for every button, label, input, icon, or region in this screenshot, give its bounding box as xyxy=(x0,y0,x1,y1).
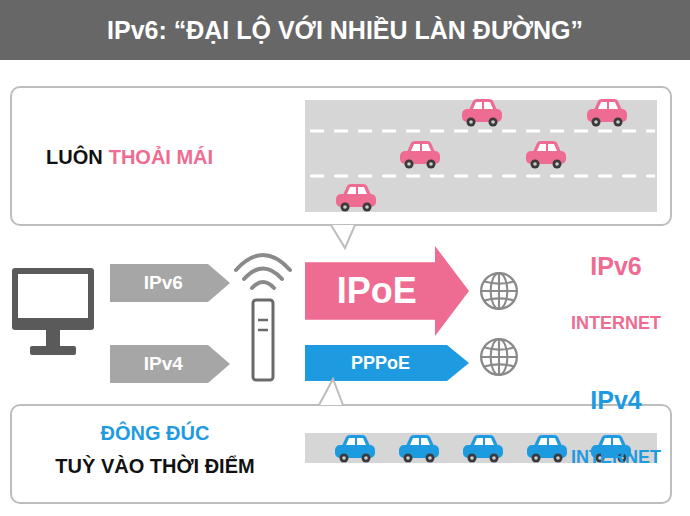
node-text: IPv4 xyxy=(144,353,183,375)
node-text: THOẢI MÁI xyxy=(109,146,213,169)
protocol-arrow: IPv6 xyxy=(110,264,230,302)
node-text: ĐÔNG ĐÚC xyxy=(20,422,290,445)
text-wrap: LUÔN THOẢI MÁI xyxy=(46,146,213,169)
globe-icon xyxy=(481,339,517,375)
node-text: TUỲ VÀO THỜI ĐIỂM xyxy=(20,455,290,478)
callout-tail xyxy=(331,225,355,248)
protocol-arrow: IPv4 xyxy=(110,345,230,383)
internet-label: INTERNET xyxy=(555,313,677,334)
internet-label: INTERNET xyxy=(555,447,677,468)
road-wide xyxy=(305,99,657,212)
tail-outline xyxy=(331,225,355,248)
internet-label: IPv4 xyxy=(555,386,677,415)
tail-fill xyxy=(319,379,343,405)
title-text: IPv6: “ĐẠI LỘ VỚI NHIỀU LÀN ĐƯỜNG” xyxy=(0,0,690,60)
pppoe-arrow: PPPoE xyxy=(305,345,469,381)
text-wrap: IPv4 xyxy=(110,345,217,383)
text-wrap: ĐÔNG ĐÚC TUỲ VÀO THỜI ĐIỂM xyxy=(20,422,290,478)
ipoe-arrow: IPoE xyxy=(305,246,469,336)
node-text: PPPoE xyxy=(351,353,410,374)
node-text: IPoE xyxy=(337,270,417,312)
text-wrap: PPPoE xyxy=(305,345,456,381)
tail-outline xyxy=(319,379,343,405)
computer-icon xyxy=(12,268,94,355)
internet-label: IPv6 xyxy=(555,252,677,281)
node-text: LUÔN xyxy=(46,146,103,169)
router-icon xyxy=(236,255,290,380)
node-text: IPv6 xyxy=(144,272,183,294)
callout-tail xyxy=(319,379,343,405)
globe-icon xyxy=(481,273,517,309)
text-wrap: IPv6 xyxy=(110,264,217,302)
tail-fill xyxy=(331,225,355,248)
callout-box: LUÔN THOẢI MÁI xyxy=(10,86,672,226)
text-wrap: IPoE xyxy=(305,246,449,336)
